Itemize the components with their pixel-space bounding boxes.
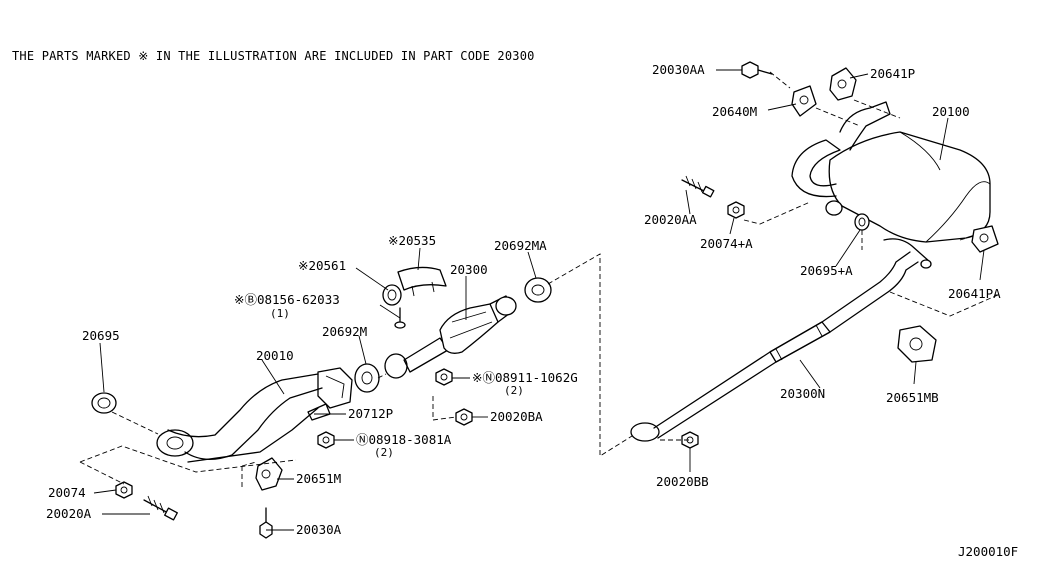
label-20300N: 20300N bbox=[780, 386, 825, 401]
bolt-20030A[interactable] bbox=[259, 507, 273, 539]
hanger-20641P[interactable] bbox=[829, 67, 857, 101]
label-20020BA: 20020BA bbox=[490, 409, 543, 424]
label-20100: 20100 bbox=[932, 104, 970, 119]
gasket-20692MA[interactable] bbox=[524, 277, 552, 303]
nut-20074A[interactable] bbox=[727, 201, 745, 219]
label-20641PA: 20641PA bbox=[948, 286, 1001, 301]
gasket-20692M[interactable] bbox=[354, 363, 380, 393]
bolt-20030AA[interactable] bbox=[741, 61, 773, 79]
hanger-20640M[interactable] bbox=[791, 85, 817, 117]
label-20695: 20695 bbox=[82, 328, 120, 343]
label-20641P: 20641P bbox=[870, 66, 915, 81]
hanger-20641PA[interactable] bbox=[971, 225, 999, 253]
label-20651M: 20651M bbox=[296, 471, 341, 486]
label-20692M: 20692M bbox=[322, 324, 367, 339]
label-08911-qty: (2) bbox=[504, 384, 524, 397]
front-exhaust-tube-20010[interactable] bbox=[156, 367, 353, 463]
nut-20020BB[interactable] bbox=[681, 431, 699, 449]
gasket-20695[interactable] bbox=[91, 392, 117, 414]
catalytic-converter-20300[interactable] bbox=[384, 295, 517, 379]
assembly-lines bbox=[79, 71, 1001, 488]
label-20074: 20074 bbox=[48, 485, 86, 500]
diagram-code: J200010F bbox=[958, 544, 1018, 559]
bracket-20712P[interactable] bbox=[307, 403, 331, 421]
label-20695A: 20695+A bbox=[800, 263, 853, 278]
label-20535: ※20535 bbox=[388, 233, 436, 248]
hanger-20651MB[interactable] bbox=[897, 325, 937, 363]
label-20020AA: 20020AA bbox=[644, 212, 697, 227]
label-20651MB: 20651MB bbox=[886, 390, 939, 405]
label-20692MA: 20692MA bbox=[494, 238, 547, 253]
stud-20020A[interactable] bbox=[143, 495, 178, 521]
label-20561: ※20561 bbox=[298, 258, 346, 273]
hanger-20651M[interactable] bbox=[255, 457, 283, 491]
label-20640M: 20640M bbox=[712, 104, 757, 119]
label-20030AA: 20030AA bbox=[652, 62, 705, 77]
center-tube-20300N[interactable] bbox=[630, 238, 932, 442]
parts-note: THE PARTS MARKED ※ IN THE ILLUSTRATION A… bbox=[12, 49, 535, 63]
heat-shield-20535[interactable] bbox=[397, 266, 447, 297]
nut-08918[interactable] bbox=[317, 431, 335, 449]
label-20020A: 20020A bbox=[46, 506, 92, 521]
bolt-08156[interactable] bbox=[394, 307, 406, 329]
label-20074A: 20074+A bbox=[700, 236, 753, 251]
label-20020BB: 20020BB bbox=[656, 474, 709, 489]
label-20030A: 20030A bbox=[296, 522, 342, 537]
gasket-20695A[interactable] bbox=[854, 213, 870, 231]
label-08911-1062G: ※Ⓝ08911-1062G bbox=[472, 370, 578, 385]
main-muffler-20100[interactable] bbox=[791, 101, 991, 243]
label-08918-qty: (2) bbox=[374, 446, 394, 459]
label-20010: 20010 bbox=[256, 348, 294, 363]
stud-20020AA[interactable] bbox=[681, 175, 715, 198]
nut-20020BA[interactable] bbox=[455, 408, 473, 426]
label-20300: 20300 bbox=[450, 262, 488, 277]
label-20712P: 20712P bbox=[348, 406, 393, 421]
part-labels: 20030AA 20641P 20640M 20100 20020AA 2007… bbox=[46, 62, 1018, 559]
nut-08911[interactable] bbox=[435, 368, 453, 386]
label-08156-62033: ※Ⓑ08156-62033 bbox=[234, 292, 340, 307]
nut-20074[interactable] bbox=[115, 481, 133, 499]
label-08918-3081A: Ⓝ08918-3081A bbox=[356, 432, 452, 447]
leader-lines bbox=[93, 69, 985, 531]
label-08156-qty: (1) bbox=[270, 307, 290, 320]
